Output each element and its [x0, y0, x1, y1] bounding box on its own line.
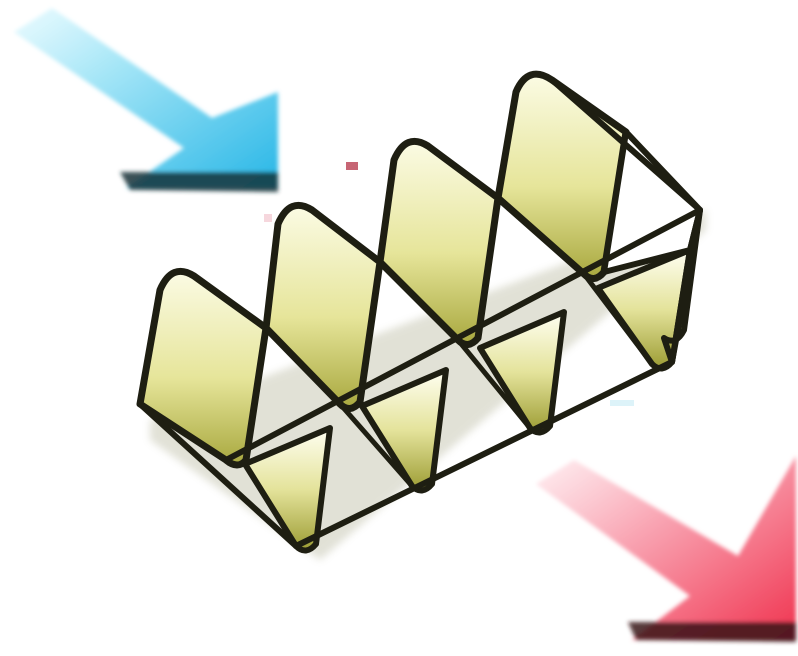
fin-3 — [380, 141, 498, 344]
inlet-flow-arrow-icon — [14, 8, 278, 192]
outlet-flow-arrow-icon — [536, 456, 796, 642]
